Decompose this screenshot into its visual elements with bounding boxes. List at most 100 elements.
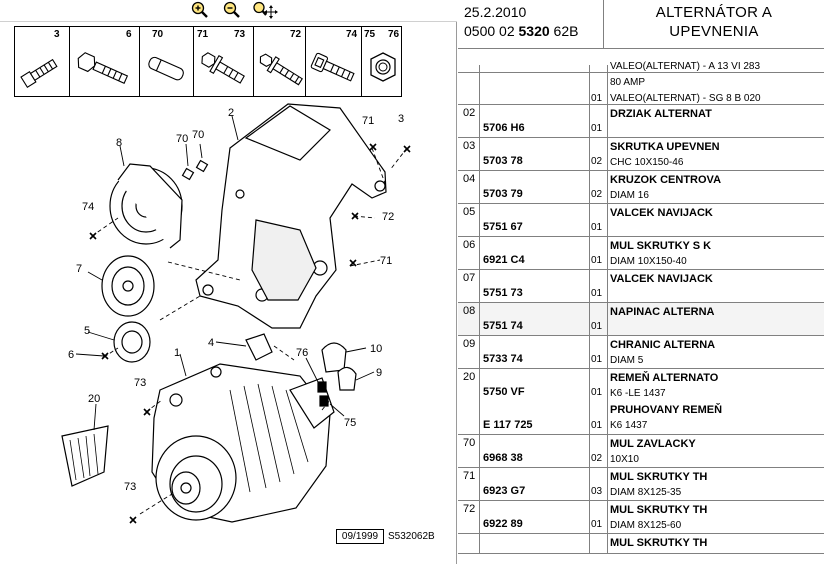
callout: 73 xyxy=(134,377,146,389)
parts-list-pane: 25.2.2010 0500 02 5320 62B ALTERNÁTOR A … xyxy=(458,0,824,564)
row-index-cell: 70 xyxy=(458,435,480,467)
part-spec: 10X10 xyxy=(610,454,639,465)
part-spec: VALEO(ALTERNAT) - SG 8 B 020 xyxy=(610,93,761,104)
callout: 71 xyxy=(380,255,392,267)
centering-ring xyxy=(245,333,273,361)
zoom-in-icon xyxy=(191,1,208,18)
header-date: 25.2.2010 xyxy=(464,4,527,20)
part-reference[interactable]: 5751 74 xyxy=(483,320,523,332)
fastener-cell[interactable]: 70 xyxy=(139,27,193,96)
fastener-number: 72 xyxy=(290,29,302,40)
row-index: 02 xyxy=(463,107,476,119)
fastener-cell[interactable]: 71 73 xyxy=(193,27,253,96)
row-description-cell: VALCEK NAVIJACK xyxy=(608,204,824,236)
callout: 3 xyxy=(398,113,404,125)
row-qty-cell: 03 xyxy=(590,468,608,500)
row-qty-cell: 02 xyxy=(590,435,608,467)
fastener-number: 74 xyxy=(346,29,358,40)
callout: 75 xyxy=(344,417,356,429)
parts-row[interactable]: MUL SKRUTKY TH xyxy=(458,534,824,554)
callout: 71 xyxy=(362,115,374,127)
part-reference[interactable]: 6968 38 xyxy=(483,452,523,464)
part-reference[interactable]: 6923 G7 xyxy=(483,485,526,497)
callout: 6 xyxy=(68,349,74,361)
part-reference[interactable]: 5703 79 xyxy=(483,188,523,200)
pin-icon xyxy=(148,56,184,81)
row-index-cell: 09 xyxy=(458,336,480,368)
part-quantity: 02 xyxy=(591,189,603,200)
part-name: SKRUTKA UPEVNEN xyxy=(610,141,720,153)
part-reference[interactable]: 6921 C4 xyxy=(483,254,525,266)
zoom-in-button[interactable] xyxy=(190,1,210,19)
fastener-cell[interactable]: 74 xyxy=(305,27,361,96)
part-spec: DIAM 16 xyxy=(610,190,649,201)
fastener-cell[interactable]: 3 xyxy=(15,27,69,96)
part-name: MUL ZAVLACKY xyxy=(610,438,696,450)
part-reference[interactable]: 5751 73 xyxy=(483,287,523,299)
part-spec: DIAM 5 xyxy=(610,355,644,366)
row-index-cell: 03 xyxy=(458,138,480,170)
part-quantity: 01 xyxy=(591,93,603,104)
part-reference[interactable]: 5706 H6 xyxy=(483,122,525,134)
part-spec: CHC 10X150-46 xyxy=(610,157,684,168)
row-index-cell: 07 xyxy=(458,270,480,302)
row-description-cell: VALCEK NAVIJACK xyxy=(608,270,824,302)
row-description-cell: KRUZOK CENTROVA DIAM 16 xyxy=(608,171,824,203)
part-reference[interactable]: 6922 89 xyxy=(483,518,523,530)
zoom-pan-icon xyxy=(253,1,278,19)
parts-header: 25.2.2010 0500 02 5320 62B ALTERNÁTOR A … xyxy=(458,0,824,49)
row-index-cell: 20 xyxy=(458,369,480,434)
row-description-cell: DRZIAK ALTERNAT xyxy=(608,105,824,137)
alternator xyxy=(151,363,335,523)
alternator-bracket xyxy=(195,103,387,329)
row-ref-cell: 5751 67 xyxy=(480,204,590,236)
row-index: 07 xyxy=(463,272,476,284)
row-ref-cell: 5703 78 xyxy=(480,138,590,170)
part-name: MUL SKRUTKY TH xyxy=(610,504,708,516)
row-qty-cell xyxy=(590,534,608,553)
part-quantity: 01 xyxy=(591,519,603,530)
callout: 76 xyxy=(296,347,308,359)
part-reference[interactable]: 5750 VF xyxy=(483,386,525,398)
title-line-1: ALTERNÁTOR A xyxy=(655,4,773,21)
row-ref-cell: 5703 79 xyxy=(480,171,590,203)
row-index: 70 xyxy=(463,437,476,449)
part-quantity: 01 xyxy=(591,222,603,233)
row-index-cell xyxy=(458,534,480,553)
row-ref-cell: 5751 74 xyxy=(480,303,590,335)
fastener-cell[interactable]: 75 76 xyxy=(361,27,403,96)
part-reference[interactable]: 5703 78 xyxy=(483,155,523,167)
part-reference[interactable]: 5733 74 xyxy=(483,353,523,365)
callout: 20 xyxy=(88,393,100,405)
row-qty-cell: 01 xyxy=(590,303,608,335)
part-name: KRUZOK CENTROVA xyxy=(610,174,722,186)
header-info: 25.2.2010 0500 02 5320 62B xyxy=(458,0,604,49)
fastener-cell[interactable]: 6 xyxy=(69,27,139,96)
row-index: 72 xyxy=(463,503,476,515)
zoom-pan-button[interactable] xyxy=(252,1,278,19)
part-quantity: 01 xyxy=(591,354,603,365)
zoom-out-button[interactable] xyxy=(222,1,242,19)
diagram-code: S532062B xyxy=(388,531,435,542)
socket-bolt-icon xyxy=(310,52,355,82)
part-reference[interactable]: E 117 725 xyxy=(483,419,533,431)
part-reference[interactable]: 5751 67 xyxy=(483,221,523,233)
fastener-cell[interactable]: 72 xyxy=(253,27,305,96)
callout: 73 xyxy=(124,481,136,493)
